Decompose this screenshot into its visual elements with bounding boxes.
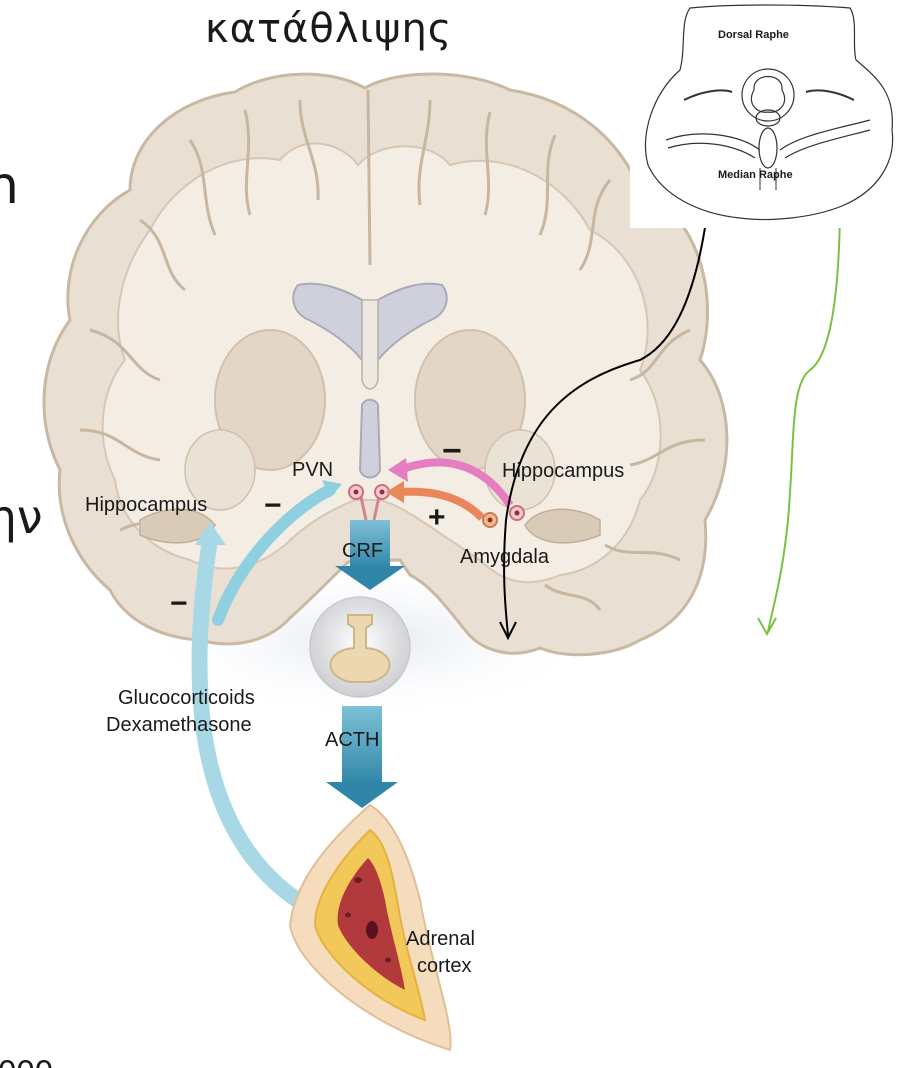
acth-arrow bbox=[326, 706, 398, 808]
median-raphe-arrowhead bbox=[758, 618, 776, 634]
hippocampus-left-label: Hippocampus bbox=[85, 494, 207, 516]
acth-label: ACTH bbox=[325, 729, 379, 751]
glucocorticoids-label: Glucocorticoids bbox=[118, 687, 255, 709]
median-raphe-label: Median Raphe bbox=[718, 169, 793, 181]
pvn-label: PVN bbox=[292, 459, 333, 481]
minus-sign-pvn: − bbox=[264, 489, 282, 522]
amygdala-label: Amygdala bbox=[460, 546, 550, 568]
minus-sign-right: − bbox=[442, 432, 462, 470]
cortex-label: cortex bbox=[417, 955, 471, 977]
pituitary-gland bbox=[310, 597, 410, 697]
minus-sign-hippocampus: − bbox=[170, 587, 188, 620]
adrenal-label: Adrenal bbox=[406, 928, 475, 950]
hippocampus-right-label: Hippocampus bbox=[502, 460, 624, 482]
dexamethasone-label: Dexamethasone bbox=[106, 714, 252, 736]
dorsal-raphe-label: Dorsal Raphe bbox=[718, 29, 789, 41]
crf-label: CRF bbox=[342, 540, 383, 562]
plus-sign-right: + bbox=[428, 501, 446, 534]
